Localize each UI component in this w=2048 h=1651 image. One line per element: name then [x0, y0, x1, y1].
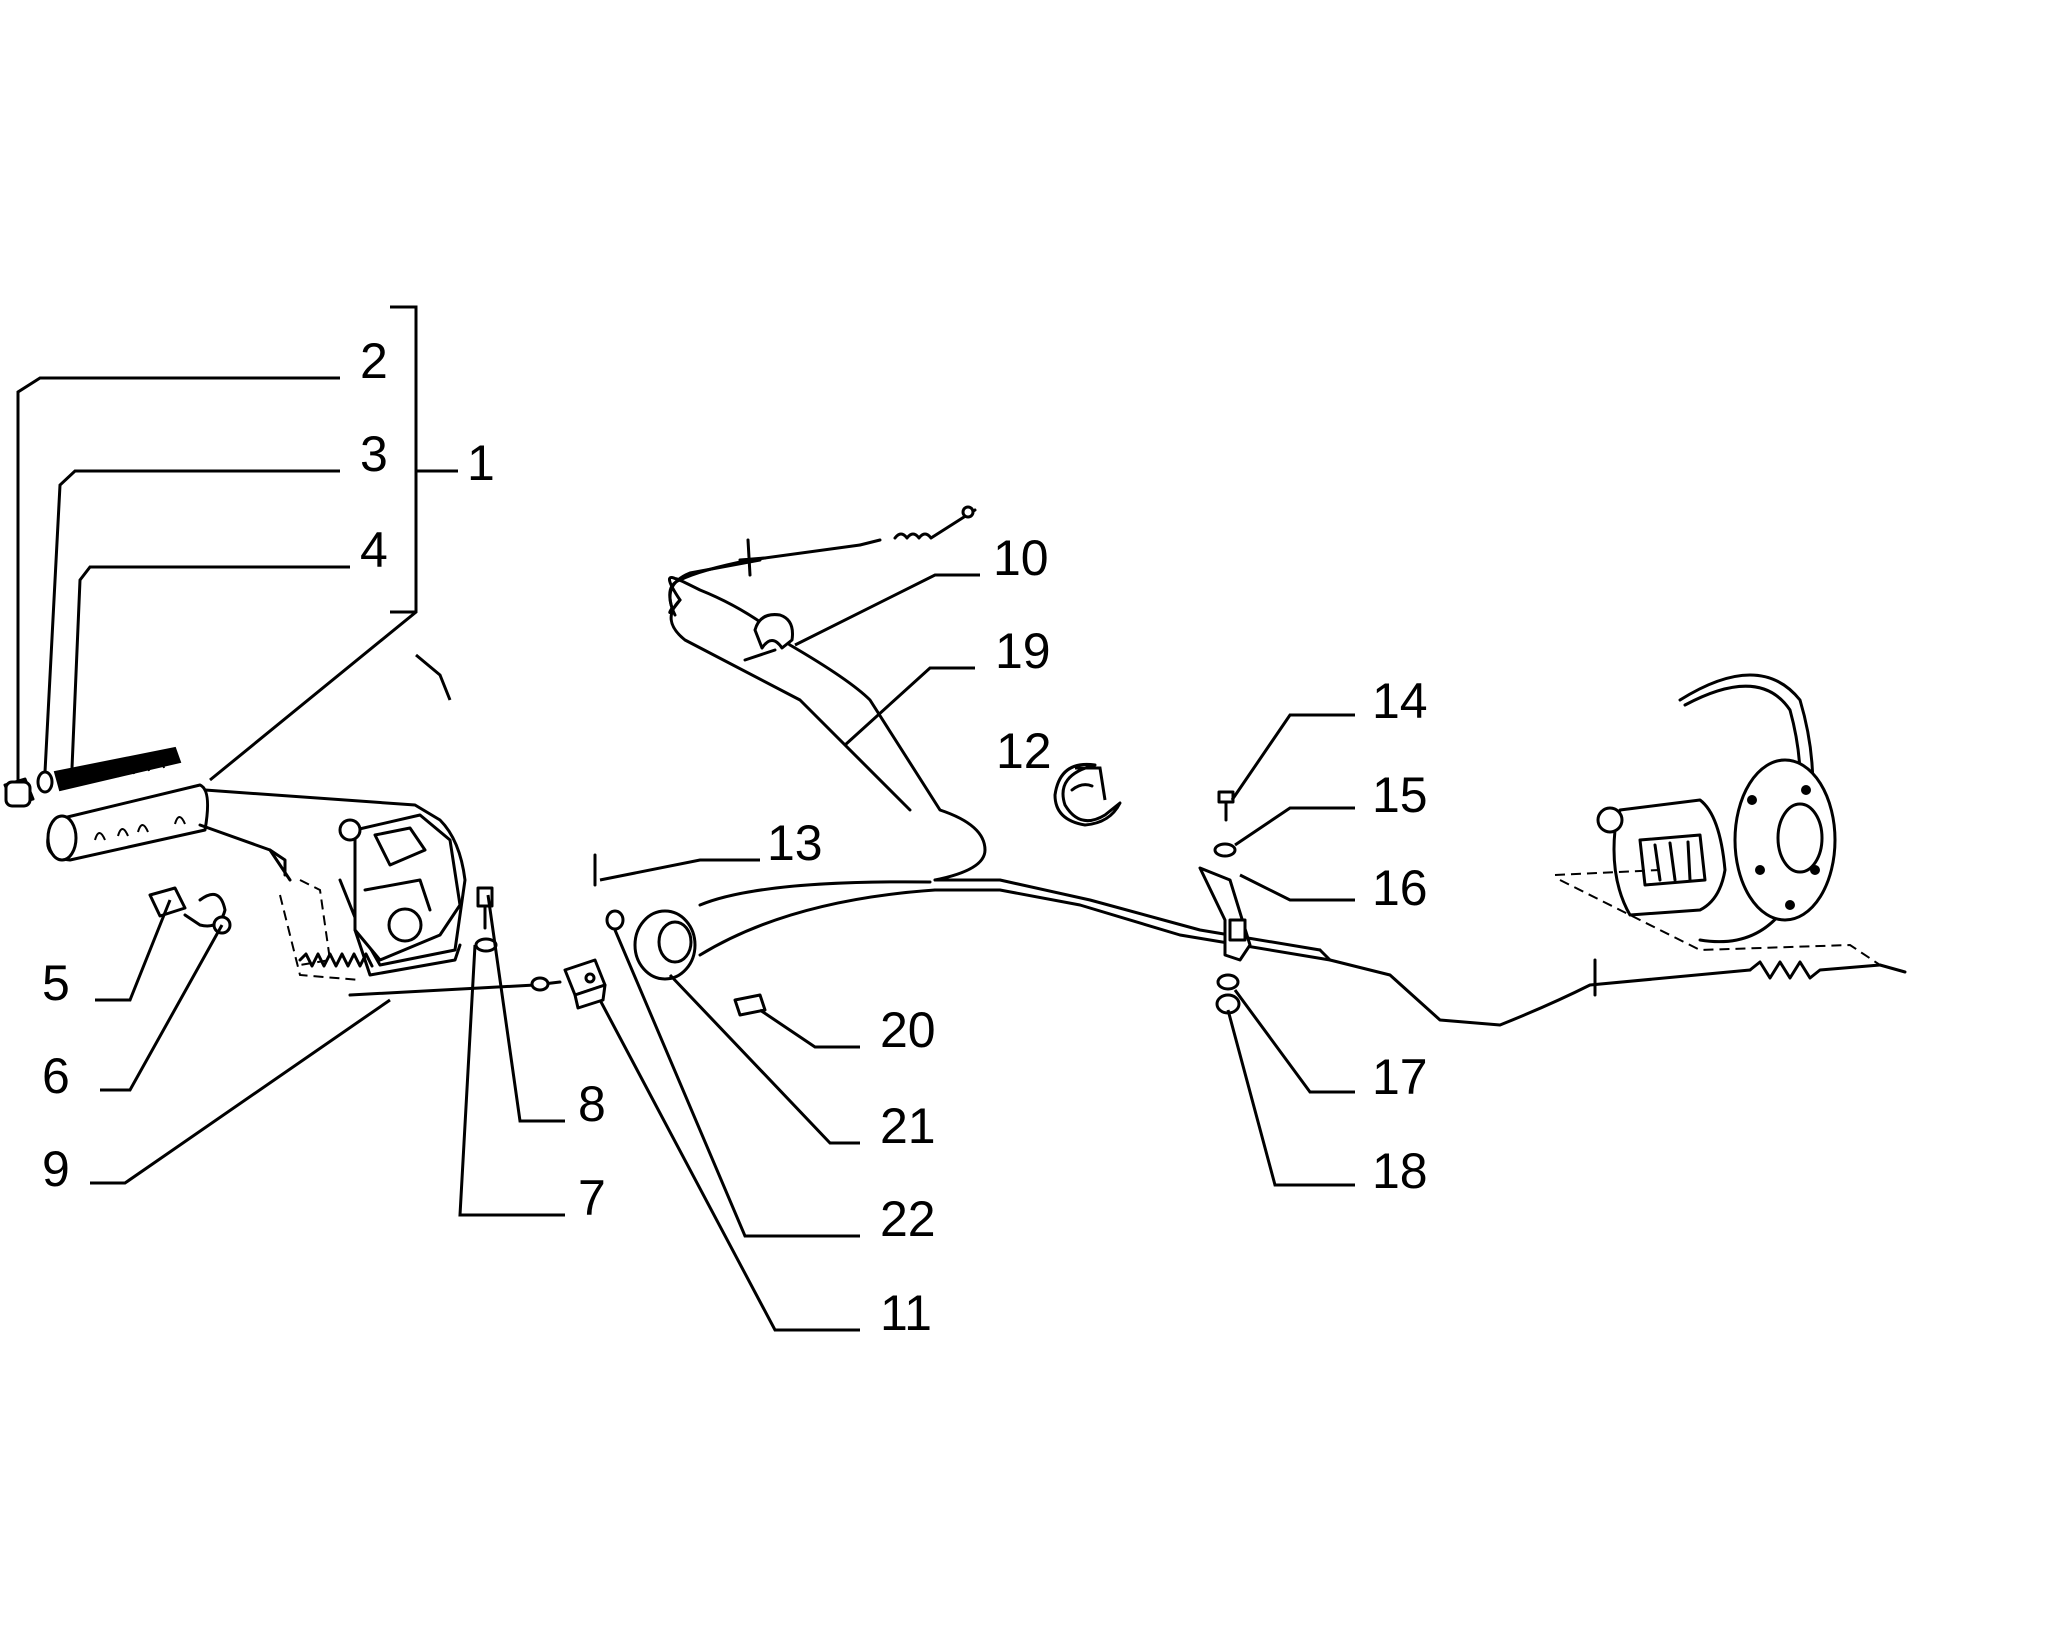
pin-and-clip — [148, 886, 232, 935]
callout-18: 18 — [1372, 1143, 1428, 1199]
callout-2: 2 — [360, 333, 388, 389]
callout-1: 1 — [467, 435, 495, 491]
rear-cables — [668, 505, 1907, 1027]
callout-8: 8 — [578, 1076, 606, 1132]
callout-5: 5 — [42, 955, 70, 1011]
callout-9: 9 — [42, 1141, 70, 1197]
equalizer-yoke — [563, 958, 607, 1010]
callout-20: 20 — [880, 1002, 936, 1058]
bolt-and-washer — [474, 886, 498, 953]
callout-7: 7 — [578, 1170, 606, 1226]
leader-lines — [16, 305, 1355, 1332]
rear-disc-brake — [1554, 673, 1881, 966]
callout-13: 13 — [767, 815, 823, 871]
callout-6: 6 — [42, 1048, 70, 1104]
bracket-bolt-washer-nuts — [1198, 790, 1252, 1015]
callout-19: 19 — [995, 623, 1051, 679]
callout-15: 15 — [1372, 767, 1428, 823]
callout-10: 10 — [993, 530, 1049, 586]
front-cable — [348, 976, 562, 997]
cable-clip — [1053, 762, 1122, 827]
callout-4: 4 — [360, 522, 388, 578]
callout-3: 3 — [360, 426, 388, 482]
callout-14: 14 — [1372, 673, 1428, 729]
callout-labels: 1 2 3 4 5 6 7 8 9 10 11 12 13 14 15 16 1… — [42, 333, 1428, 1341]
callout-12: 12 — [996, 723, 1052, 779]
callout-11: 11 — [880, 1285, 932, 1341]
parking-brake-lever — [46, 783, 467, 981]
callout-21: 21 — [880, 1098, 936, 1154]
callout-17: 17 — [1372, 1049, 1428, 1105]
callout-22: 22 — [880, 1191, 936, 1247]
callout-16: 16 — [1372, 860, 1428, 916]
pulley-and-washer — [593, 853, 767, 1017]
